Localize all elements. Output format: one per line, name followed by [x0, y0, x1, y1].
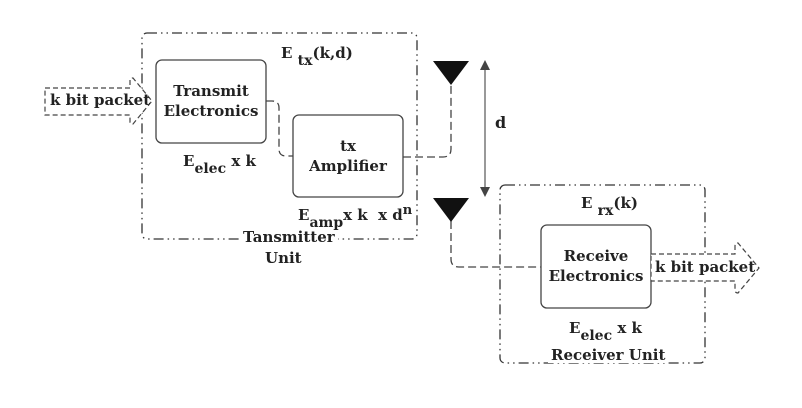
receive-electronics-label: Receive Electronics — [541, 246, 651, 286]
tx-energy-sub: tx — [297, 53, 313, 69]
tx-amplifier-label: tx Amplifier — [293, 136, 403, 176]
receive-electronics-line1: Receive — [563, 247, 629, 265]
elec-energy-rx-sub: elec — [580, 328, 613, 344]
output-packet-arrow — [650, 242, 760, 294]
tx-amplifier-line2: Amplifier — [309, 157, 387, 175]
input-packet-label: k bit packet — [50, 91, 151, 109]
elec-energy-rx-rest: x k — [617, 319, 642, 337]
elec-energy-tx-sub: elec — [194, 161, 227, 177]
transmit-electronics-line1: Transmit — [173, 82, 249, 100]
elec-energy-tx-base: E — [183, 152, 195, 170]
amp-energy-sub: amp — [309, 215, 344, 231]
elec-energy-rx-label: Eelec x k — [569, 319, 642, 344]
distance-label: d — [495, 113, 507, 132]
connector-amplifier-to-antenna — [403, 84, 452, 158]
connector-antenna-to-receiver — [450, 221, 541, 268]
transmit-electronics-line2: Electronics — [163, 102, 259, 120]
receiver-unit-label: Receiver Unit — [548, 348, 669, 363]
amp-energy-rest: x k x d — [343, 206, 403, 224]
amp-energy-base: E — [298, 206, 310, 224]
output-packet-label: k bit packet — [655, 258, 756, 276]
amp-energy-sup: n — [402, 203, 413, 218]
distance-arrow-down-icon — [480, 187, 490, 197]
receive-electronics-line2: Electronics — [548, 267, 644, 285]
rx-energy-base: E — [581, 194, 593, 212]
elec-energy-rx-base: E — [569, 319, 581, 337]
tx-energy-base: E — [281, 44, 293, 62]
rx-energy-rest: (k) — [613, 194, 638, 212]
elec-energy-tx-label: Eelec x k — [183, 152, 256, 177]
amp-energy-label: Eampx k x dn — [298, 204, 412, 230]
transmitter-unit-label-line1: Tansmitter — [240, 230, 338, 245]
tx-energy-label: E tx(k,d) — [281, 44, 353, 69]
input-packet-arrow — [44, 77, 153, 125]
connector-electronics-to-amplifier — [266, 100, 293, 157]
rx-energy-sub: rx — [597, 203, 614, 219]
transmitter-unit-label-line2: Unit — [265, 249, 302, 267]
tx-energy-rest: (k,d) — [312, 44, 353, 62]
tx-amplifier-line1: tx — [340, 137, 356, 155]
transmit-electronics-label: Transmit Electronics — [156, 81, 266, 121]
tx-antenna-icon — [433, 61, 469, 85]
rx-energy-label: E rx(k) — [581, 194, 638, 219]
receiver-unit-border — [499, 184, 706, 364]
elec-energy-tx-rest: x k — [231, 152, 256, 170]
rx-antenna-icon — [433, 198, 469, 222]
distance-arrow-up-icon — [480, 60, 490, 70]
